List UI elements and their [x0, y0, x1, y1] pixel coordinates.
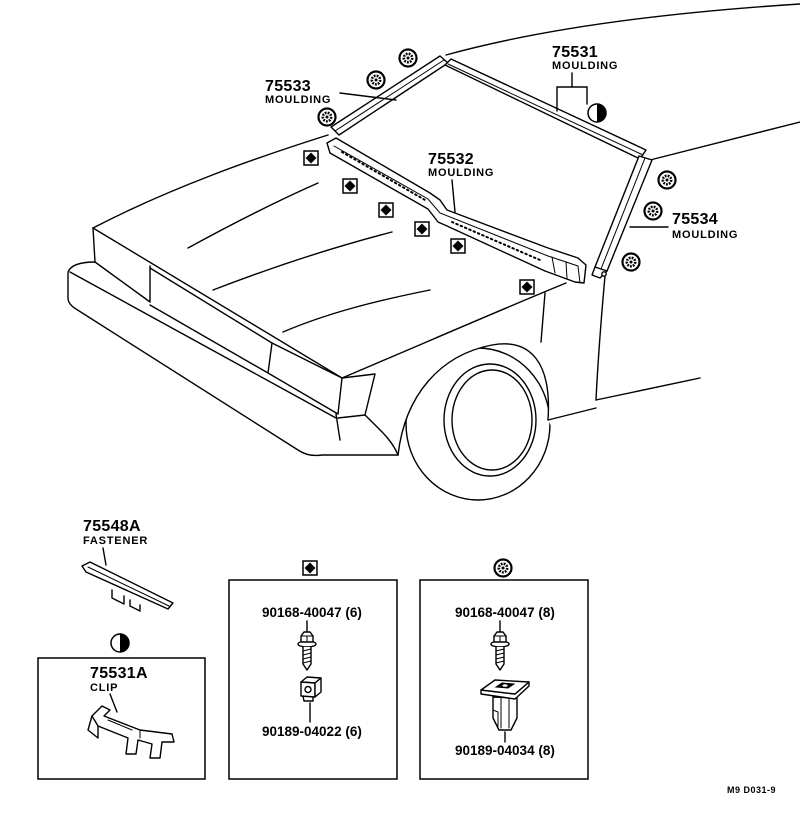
- fender-lower: [364, 414, 399, 456]
- part-number: 75532: [428, 151, 474, 168]
- rim-inner: [451, 369, 533, 471]
- part-number: 75534: [672, 211, 718, 228]
- clip-part-drawing: [87, 705, 175, 759]
- diamond-square-icon: [342, 178, 358, 194]
- half-circle-icon: [587, 103, 607, 123]
- screw-drawing: [490, 631, 510, 671]
- diamond-square-icon: [303, 150, 319, 166]
- gear-circle-icon: [643, 201, 663, 221]
- screw-part-number: 90168-40047 (6): [262, 605, 362, 620]
- fastener-part-drawing: [81, 561, 174, 612]
- leader-line: [109, 693, 118, 713]
- hood-crease-2: [212, 231, 393, 291]
- leader-line: [451, 179, 456, 213]
- fender-crease: [540, 292, 546, 343]
- part-number: 75548A: [83, 518, 141, 535]
- diamond-square-icon: [414, 221, 430, 237]
- fastener-set-box-gear: [419, 579, 589, 780]
- moulding-75532-part: [326, 137, 587, 284]
- wheel-arch: [397, 343, 550, 456]
- door-front-edge: [595, 275, 606, 401]
- hood-right-edge: [341, 282, 567, 379]
- front-bumper: [67, 261, 399, 457]
- diamond-square-icon: [450, 238, 466, 254]
- clip-box: [37, 657, 206, 780]
- hood-crease-3: [282, 289, 431, 333]
- moulding-75534-part: [591, 155, 653, 279]
- gear-circle-icon: [493, 558, 513, 578]
- gear-circle-icon: [366, 70, 386, 90]
- right-headlamp: [267, 342, 343, 415]
- figure-code: M9 D031-9: [727, 785, 776, 795]
- diamond-square-icon: [378, 202, 394, 218]
- grille: [149, 267, 273, 374]
- diamond-square-icon: [302, 560, 318, 576]
- grommet-clip-drawing: [480, 679, 530, 731]
- part-number: 75533: [265, 78, 311, 95]
- part-number: 75531A: [90, 665, 148, 682]
- bumper-right-end: [335, 413, 341, 441]
- roof-line: [445, 3, 800, 56]
- hood-crease-1: [187, 182, 319, 249]
- half-circle-icon: [110, 633, 130, 653]
- nut-clip-drawing: [300, 676, 322, 702]
- diamond-square-icon: [519, 279, 535, 295]
- part-name: FASTENER: [83, 535, 148, 547]
- callout-75531: 75531 MOULDING: [552, 44, 618, 112]
- clip-part-number: 90189-04034 (8): [455, 743, 555, 758]
- rim-outer: [443, 363, 537, 477]
- part-name: MOULDING: [552, 60, 618, 72]
- hood-front-edge: [92, 227, 343, 379]
- callout-75533: 75533 MOULDING: [265, 78, 397, 106]
- gear-circle-icon: [398, 48, 418, 68]
- fastener-set-diamond: 90168-40047 (6) 90189-04022 (6): [262, 605, 362, 739]
- screw-part-number: 90168-40047 (8): [455, 605, 555, 620]
- part-name: MOULDING: [672, 229, 738, 241]
- callout-75532: 75532 MOULDING: [428, 151, 494, 213]
- bumper-top-line: [69, 271, 337, 419]
- roof-side-line: [649, 121, 800, 161]
- left-headlamp: [92, 227, 151, 303]
- clip-part-number: 90189-04022 (6): [262, 724, 362, 739]
- leader-line: [556, 72, 588, 112]
- callout-75531a: 75531A CLIP: [87, 665, 175, 759]
- part-number: 75531: [552, 44, 598, 61]
- hood-left-edge: [92, 134, 329, 229]
- gear-circle-icon: [621, 252, 641, 272]
- car-body-outline: [67, 3, 800, 501]
- moulding-75533-part: [330, 55, 449, 136]
- gear-circle-icon: [317, 107, 337, 127]
- corner-lamp: [337, 373, 376, 419]
- gear-circle-icon: [657, 170, 677, 190]
- leader-line: [339, 92, 397, 101]
- leader-line: [102, 547, 107, 566]
- callout-75534: 75534 MOULDING: [629, 211, 738, 241]
- part-name: CLIP: [90, 682, 118, 694]
- part-name: MOULDING: [428, 167, 494, 179]
- moulding-75531-part: [444, 58, 647, 160]
- door-bottom-line: [595, 377, 701, 401]
- callout-75548a: 75548A FASTENER: [81, 518, 174, 612]
- front-wheel: [405, 347, 551, 501]
- part-name: MOULDING: [265, 94, 331, 106]
- body-side-line: [547, 407, 597, 421]
- fastener-set-box-diamond: [228, 579, 398, 780]
- screw-drawing: [297, 631, 317, 671]
- tire: [405, 347, 551, 501]
- fastener-set-gear: 90168-40047 (8) 90189-04034 (8): [455, 605, 555, 758]
